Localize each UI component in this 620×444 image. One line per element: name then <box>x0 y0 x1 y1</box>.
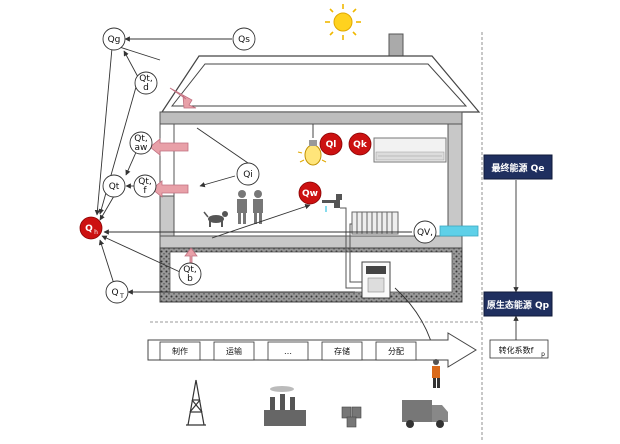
node-qt: Qt <box>102 174 126 198</box>
worker-icon <box>432 359 440 388</box>
faucet-icon <box>322 194 342 212</box>
dashed-separators <box>150 32 483 440</box>
boiler-icon <box>361 261 391 299</box>
svg-text:p: p <box>541 351 545 358</box>
chain-step: 运输 <box>213 341 255 361</box>
svg-text:转化系数f: 转化系数f <box>499 345 534 355</box>
arrow-qT-qh <box>98 239 115 285</box>
svg-text:Qt: Qt <box>109 182 120 192</box>
chain-step: 制作 <box>159 341 201 361</box>
svg-text:Qt,: Qt, <box>139 74 152 84</box>
svg-text:Qg: Qg <box>108 35 121 45</box>
arrow-qtaw-qt <box>125 149 138 176</box>
svg-text:原生态能源 Qp: 原生态能源 Qp <box>487 299 550 311</box>
vent-duct <box>439 225 479 237</box>
sun-icon <box>325 4 361 40</box>
svg-text:Qt,: Qt, <box>183 265 196 275</box>
barrels-icon <box>341 406 362 428</box>
ceiling-slab <box>159 111 463 125</box>
svg-text:f: f <box>143 186 147 196</box>
people-icon <box>237 190 263 224</box>
basement-room <box>169 251 453 293</box>
node-qT: Q T <box>105 280 129 304</box>
svg-text:h: h <box>94 229 98 236</box>
svg-text:Qt,: Qt, <box>138 177 151 187</box>
node-qtb: Qt, b <box>178 262 202 286</box>
svg-text:Qi: Qi <box>243 170 253 180</box>
final-energy-box: 最终能源 Qe <box>483 154 553 180</box>
svg-text:Qw: Qw <box>302 189 318 199</box>
svg-text:Qt,: Qt, <box>134 134 147 144</box>
node-qk: Qk <box>348 132 372 156</box>
svg-text:Qk: Qk <box>353 140 368 150</box>
radiator-icon <box>351 211 399 235</box>
chain-step: … <box>267 341 309 361</box>
primary-energy-box: 原生态能源 Qp <box>483 291 553 317</box>
svg-text:b: b <box>187 274 193 284</box>
conversion-factor-box: 转化系数f p <box>489 339 549 359</box>
svg-text:运输: 运输 <box>226 346 242 356</box>
node-qs: Qs <box>232 27 256 51</box>
factory-icon <box>264 386 306 426</box>
node-qv: QV, <box>413 220 437 244</box>
node-ql: Ql <box>319 132 343 156</box>
svg-text:aw: aw <box>135 143 148 153</box>
svg-text:最终能源 Qe: 最终能源 Qe <box>492 162 545 174</box>
arrow-qi-wall <box>199 175 236 188</box>
link-qi-ceiling <box>196 127 249 164</box>
node-qi: Qi <box>236 162 260 186</box>
arrow-qtb-qh <box>101 235 181 273</box>
svg-text:Q: Q <box>111 288 118 298</box>
svg-text:…: … <box>284 347 292 356</box>
arrow-qg-qh <box>94 47 113 216</box>
arrow-qt-qh <box>99 195 115 221</box>
svg-text:Ql: Ql <box>326 140 337 150</box>
chimney <box>388 33 404 57</box>
heat-loss-arrows <box>149 87 198 267</box>
svg-text:T: T <box>119 293 124 300</box>
svg-text:Qs: Qs <box>238 35 250 45</box>
node-qw: Qw <box>298 181 322 205</box>
node-qtd: Qt, d <box>134 71 158 95</box>
svg-text:QV,: QV, <box>417 228 433 238</box>
svg-text:Q: Q <box>85 224 93 234</box>
svg-text:存储: 存储 <box>334 346 350 356</box>
left-wall-lower <box>159 195 175 237</box>
pipes <box>340 207 362 289</box>
dog-icon <box>203 211 228 227</box>
air-conditioner-icon <box>373 137 447 163</box>
truck-icon <box>402 400 448 428</box>
chain-step: 存储 <box>321 341 363 361</box>
roof-inner <box>170 63 468 107</box>
node-qh: Q h <box>79 216 103 240</box>
oil-derrick-icon <box>186 379 206 426</box>
svg-text:制作: 制作 <box>172 346 188 356</box>
svg-text:d: d <box>143 83 149 93</box>
right-wall <box>447 123 463 237</box>
arrow-qtd-qg <box>123 50 139 78</box>
node-qtaw: Qt, aw <box>129 131 153 155</box>
light-bulb-icon <box>297 124 329 166</box>
node-qtf: Qt, f <box>133 174 157 198</box>
svg-text:分配: 分配 <box>388 347 404 356</box>
arrow-floor-faucet <box>211 203 311 239</box>
chain-step: 分配 <box>375 341 417 361</box>
node-qg: Qg <box>102 27 126 51</box>
